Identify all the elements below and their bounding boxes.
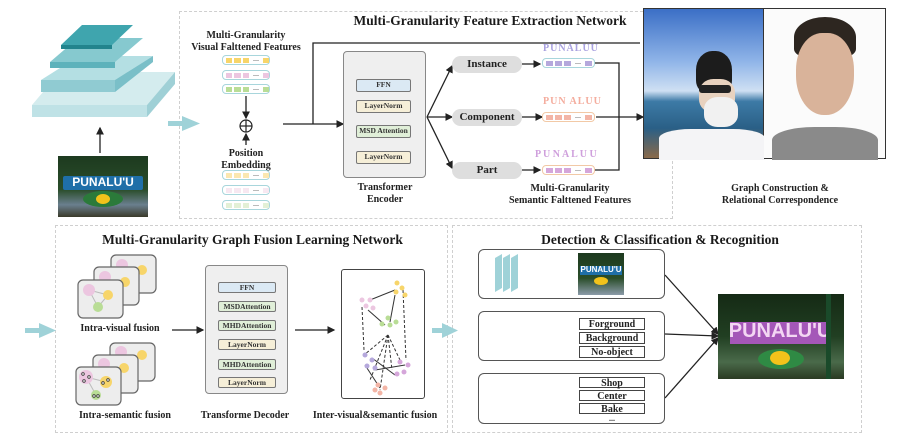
word-shop: Shop xyxy=(579,377,645,389)
semantic-feature-row xyxy=(542,58,595,68)
word-bake: Bake xyxy=(579,403,645,415)
class-forground: Forground xyxy=(579,318,645,330)
transformer-decoder: FFN MSDAttention MHDAttention LayerNorm … xyxy=(205,265,288,394)
class-background: Background xyxy=(579,332,645,344)
encoder-msd-attention-block: MSD Attention xyxy=(356,125,411,138)
semantic-label-line1: Multi-Granularity xyxy=(530,183,610,194)
face xyxy=(796,33,854,115)
output-flower xyxy=(770,351,790,365)
feature-extraction-title: Multi-Granularity Feature Extraction Net… xyxy=(353,13,627,28)
encoder-label-line2: Encoder xyxy=(366,194,404,205)
output-image-text: PUNALU'U xyxy=(728,320,832,342)
semantic-feature-row xyxy=(542,165,595,175)
semantic-feature-row xyxy=(542,112,595,122)
semantic-word-instance: PUNALUU xyxy=(543,43,599,54)
output-banner xyxy=(730,322,830,344)
face-mask xyxy=(704,97,738,127)
visual-feature-row xyxy=(222,84,270,94)
detection-crop-text: PUNALU'U xyxy=(580,265,622,274)
visual-features-label-line1: Multi-Granularity xyxy=(206,30,286,41)
photo-person-masked xyxy=(643,8,765,160)
decoder-label: Transforme Decoder xyxy=(200,410,290,421)
word-ellipsis: ... xyxy=(609,414,615,423)
position-embedding-row xyxy=(222,200,270,210)
inter-fusion-graph xyxy=(341,269,425,399)
semantic-word-part: P U N A L U U xyxy=(535,149,597,160)
input-image-text: PUNALU'U xyxy=(72,175,134,189)
inter-fusion-label: Inter-visual&semantic fusion xyxy=(312,410,438,421)
white-shirt xyxy=(659,129,765,160)
decoder-mhd-attention-block: MHDAttention xyxy=(218,359,276,370)
position-embedding-label: Position Embedding xyxy=(206,148,286,172)
encoder-label-line1: Transformer xyxy=(357,182,413,193)
crop-flower xyxy=(594,277,608,285)
sign-banner xyxy=(63,176,143,190)
granularity-component: Component xyxy=(452,109,522,126)
word-center: Center xyxy=(579,390,645,402)
photo-person-portrait xyxy=(764,8,886,160)
encoder-layernorm-block: LayerNorm xyxy=(356,100,411,113)
decoder-mhd-attention-block: MHDAttention xyxy=(218,320,276,331)
transformer-encoder: FFN LayerNorm MSD Attention LayerNorm xyxy=(343,51,426,178)
visual-features-label: Multi-Granularity Visual Falttened Featu… xyxy=(186,30,306,54)
graph-fusion-title: Multi-Granularity Graph Fusion Learning … xyxy=(102,232,403,247)
graph-construction-label: Graph Construction & Relational Correspo… xyxy=(705,183,855,207)
granularity-instance: Instance xyxy=(452,56,522,73)
detection-title: Detection & Classification & Recognition xyxy=(541,232,779,247)
position-embedding-line2: Embedding xyxy=(221,160,271,171)
decoder-layernorm-block: LayerNorm xyxy=(218,339,276,350)
shirt xyxy=(772,127,878,160)
semantic-word-component: PUN ALUU xyxy=(543,96,602,107)
visual-feature-row xyxy=(222,70,270,80)
position-embedding-row xyxy=(222,185,270,195)
encoder-layernorm-block: LayerNorm xyxy=(356,151,411,164)
crop-banner xyxy=(580,266,622,275)
detection-crop-image: PUNALU'U xyxy=(578,253,624,295)
class-no-object: No-object xyxy=(579,346,645,358)
visual-feature-row xyxy=(222,55,270,65)
semantic-features-label: Multi-Granularity Semantic Falttened Fea… xyxy=(505,183,635,207)
encoder-label: Transformer Encoder xyxy=(345,182,425,206)
sign-flower xyxy=(96,194,110,204)
visual-features-label-line2: Visual Falttened Features xyxy=(191,42,301,53)
semantic-label-line2: Semantic Falttened Features xyxy=(508,195,631,206)
decoder-layernorm-block: LayerNorm xyxy=(218,377,276,388)
intra-semantic-label: Intra-semantic fusion xyxy=(79,410,171,421)
graph-label-line2: Relational Correspondence xyxy=(721,195,839,206)
granularity-part: Part xyxy=(452,162,522,179)
position-embedding-row xyxy=(222,170,270,180)
position-embedding-line1: Position xyxy=(228,148,264,159)
output-pole xyxy=(826,294,831,379)
output-image: PUNALU'U xyxy=(718,294,844,379)
graph-label-line1: Graph Construction & xyxy=(731,183,829,194)
decoder-msd-attention-block: MSDAttention xyxy=(218,301,276,312)
input-image: PUNALU'U xyxy=(58,156,148,217)
intra-visual-label: Intra-visual fusion xyxy=(80,323,160,334)
encoder-ffn-block: FFN xyxy=(356,79,411,92)
sunglasses xyxy=(699,85,731,93)
decoder-ffn-block: FFN xyxy=(218,282,276,293)
